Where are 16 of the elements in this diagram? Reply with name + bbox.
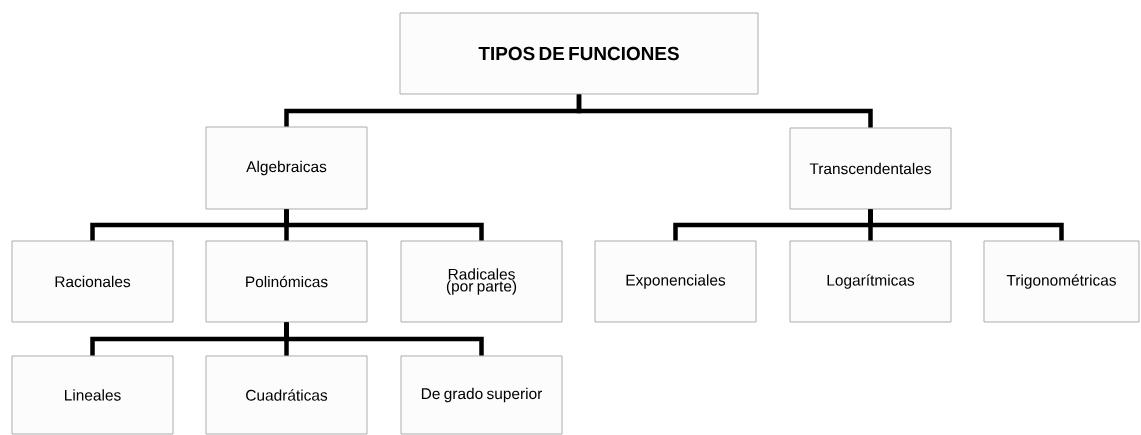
connector (284, 322, 484, 356)
category-box: Polinómicas (205, 240, 368, 323)
category-box: Racionales (11, 240, 174, 323)
connector (284, 209, 484, 241)
title-box: TIPOS DE FUNCIONES (399, 12, 759, 95)
category-box: Logarítmicas (789, 240, 952, 323)
category-box: Cuadráticas (205, 355, 368, 435)
category-box: De grado superior (400, 355, 563, 435)
connector (868, 209, 1064, 241)
category-box: Trigonométricas (983, 240, 1140, 323)
connector (576, 94, 873, 128)
category-box: Lineales (11, 355, 174, 435)
category-box: Exponenciales (594, 240, 757, 323)
category-box: Transcendentales (789, 127, 952, 210)
category-box: Radicales (por parte) (400, 240, 563, 323)
category-box: Algebraicas (205, 126, 368, 210)
